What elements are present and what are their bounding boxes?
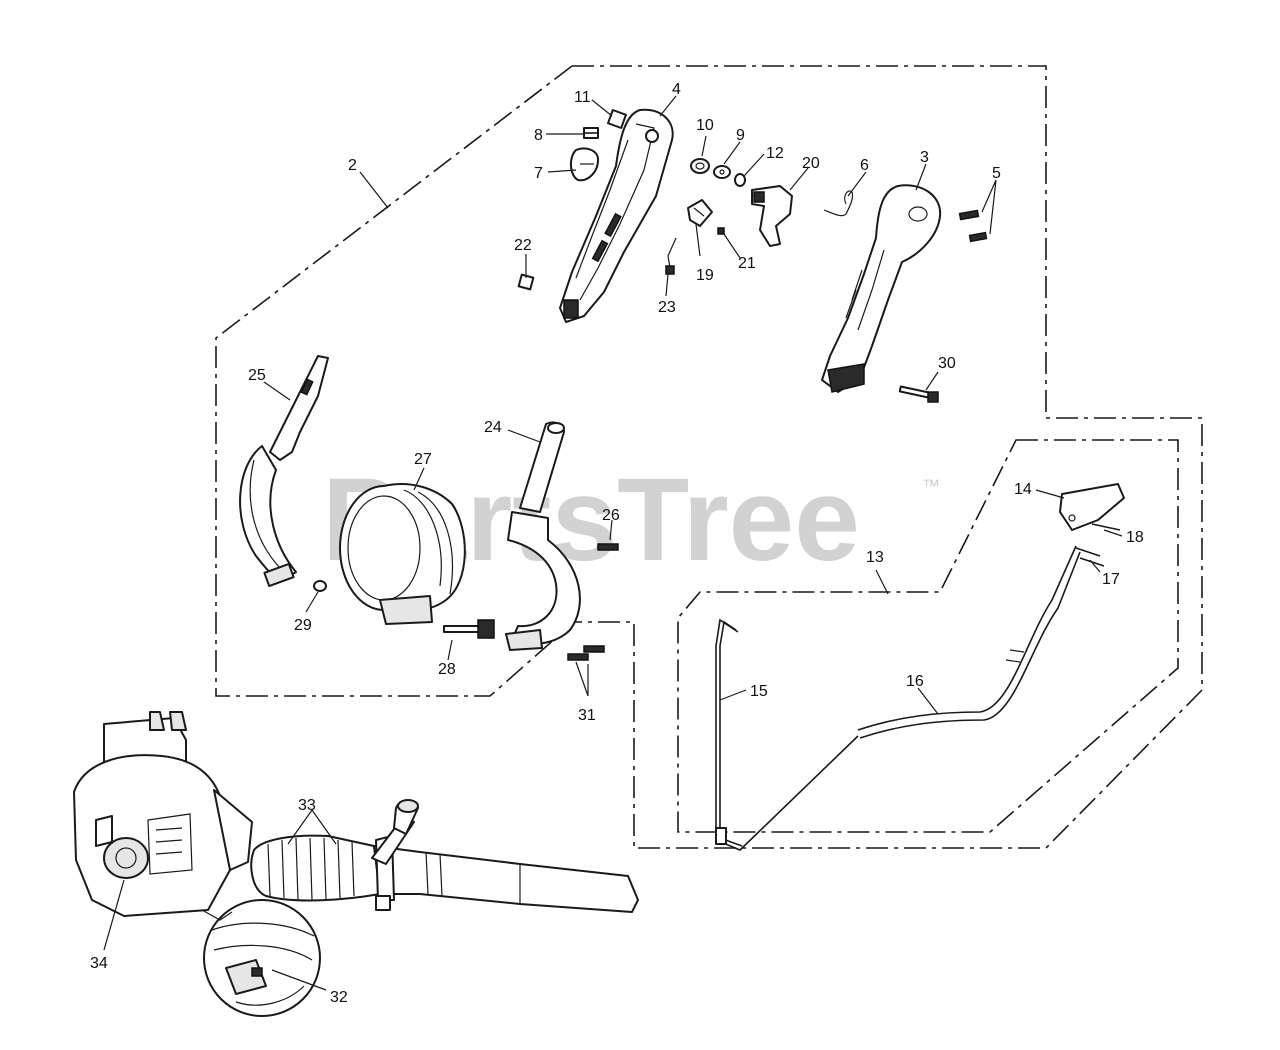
- callout-25: 25: [248, 367, 266, 384]
- callout-11: 11: [574, 89, 591, 106]
- callout-6: 6: [860, 157, 869, 174]
- part-8-screw: [583, 127, 599, 139]
- callout-2: 2: [348, 157, 357, 174]
- part-16-stop-cable: [857, 545, 1081, 739]
- callout-5: 5: [992, 165, 1001, 182]
- callout-18: 18: [1126, 529, 1144, 546]
- part-25-bracket: [239, 355, 329, 588]
- part-15-throttle-cable: [715, 618, 859, 851]
- callout-34: 34: [90, 955, 108, 972]
- part-19-lever: [687, 199, 713, 227]
- part-32-detail-inset: [201, 899, 321, 1017]
- callout-33: 33: [298, 797, 316, 814]
- callout-31: 31: [578, 707, 596, 724]
- callout-13: 13: [866, 549, 884, 566]
- callout-29: 29: [294, 617, 312, 634]
- part-31-screws: [567, 645, 605, 661]
- part-34-blower-engine: [73, 711, 253, 917]
- callout-23: 23: [658, 299, 676, 316]
- part-14-cable-bracket: [1059, 483, 1125, 531]
- callout-17: 17: [1102, 571, 1120, 588]
- part-17-clip: [1075, 547, 1105, 567]
- callout-26: 26: [602, 507, 620, 524]
- callout-labels: 2 3 4 5 6 7 8 9 10 11 12 13 14 15 16 17 …: [90, 81, 1144, 1006]
- callout-27: 27: [414, 451, 432, 468]
- callout-21: 21: [738, 255, 756, 272]
- leader-lines: [103, 95, 1123, 991]
- callout-22: 22: [514, 237, 532, 254]
- part-20-trigger: [751, 185, 793, 247]
- part-12-ring: [734, 173, 746, 187]
- callout-32: 32: [330, 989, 348, 1006]
- callout-20: 20: [802, 155, 820, 172]
- part-22-nut: [517, 273, 535, 291]
- part-27-flex-ring: [339, 483, 466, 625]
- callout-12: 12: [766, 145, 784, 162]
- callout-14: 14: [1014, 481, 1032, 498]
- part-11-bolt: [607, 109, 627, 129]
- group-boundary-13: [677, 439, 1179, 833]
- part-33-flex-hose: [250, 834, 381, 902]
- callout-10: 10: [696, 117, 714, 134]
- callout-9: 9: [736, 127, 745, 144]
- part-3-handle-cover: [821, 184, 942, 393]
- callout-4: 4: [672, 81, 681, 98]
- blower-tube: [371, 799, 639, 913]
- part-29-nut: [313, 580, 327, 592]
- part-23-cable-end: [665, 237, 677, 275]
- part-24-bracket-post: [505, 421, 581, 651]
- part-26-screw: [597, 543, 619, 551]
- part-30-bolt: [898, 385, 939, 403]
- watermark-trademark: ™: [922, 476, 940, 496]
- part-28-bolt: [443, 619, 495, 639]
- part-6-spring: [823, 190, 854, 217]
- part-18-clip: [1091, 523, 1121, 531]
- part-5-screws: [958, 209, 988, 243]
- group-boundary-2: [215, 65, 1203, 849]
- part-7-knob: [570, 147, 599, 182]
- callout-24: 24: [484, 419, 502, 436]
- callout-8: 8: [534, 127, 543, 144]
- part-10-nut: [690, 158, 710, 174]
- part-9-washer: [713, 165, 731, 179]
- part-4-handle-frame: [559, 108, 674, 323]
- callout-15: 15: [750, 683, 768, 700]
- part-21-pin: [717, 227, 725, 235]
- callout-28: 28: [438, 661, 456, 678]
- callout-19: 19: [696, 267, 714, 284]
- callout-16: 16: [906, 673, 924, 690]
- callout-7: 7: [534, 165, 543, 182]
- callout-3: 3: [920, 149, 929, 166]
- callout-30: 30: [938, 355, 956, 372]
